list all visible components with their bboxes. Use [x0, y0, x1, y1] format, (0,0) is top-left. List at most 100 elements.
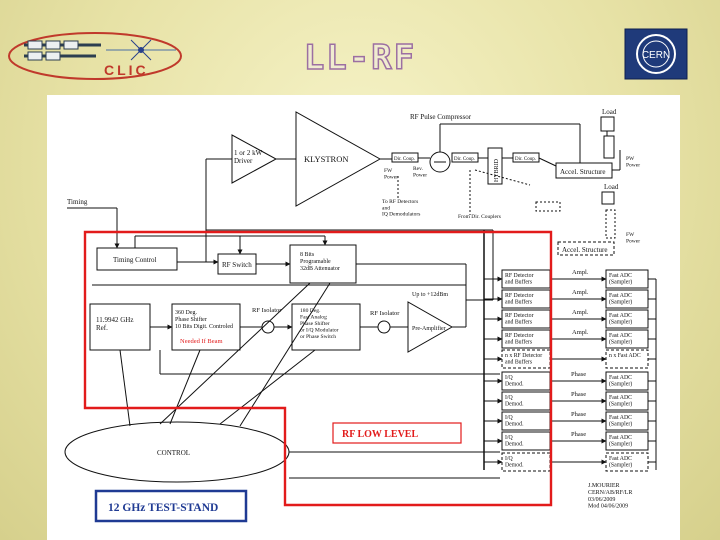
test-stand-box: 12 GHz TEST-STAND — [94, 489, 248, 523]
fast-adc-label: Fast ADC(Sampler) — [609, 273, 632, 286]
pre-amplifier-label: Pre-Amplifier — [412, 325, 446, 332]
dir-coupler-1-label: Dir. Coup. — [394, 157, 415, 162]
cern-logo-text: CERN — [642, 50, 670, 61]
phase-label: Phase — [571, 411, 586, 418]
accel-structure-2-label: Accel. Structure — [562, 246, 607, 254]
dir-coupler-3: Dir. Coup. — [512, 152, 540, 163]
cern-logo: CERN — [624, 28, 688, 80]
phase-label: Phase — [571, 371, 586, 378]
fast-adc-label: Fast ADC(Sampler) — [609, 395, 632, 408]
control-label: CONTROL — [157, 449, 190, 457]
dir-coupler-3-label: Dir. Coup. — [515, 157, 536, 162]
timing-control: Timing Control — [96, 247, 178, 271]
rf-low-level-box: RF LOW LEVEL — [332, 422, 462, 444]
rf-switch-label: RF Switch — [222, 261, 252, 269]
up-to-12dbm-label: Up to +12dBm — [412, 292, 448, 298]
needed-if-beam-label: Needed If Beam — [180, 338, 223, 345]
ampl-label: Ampl. — [572, 309, 589, 316]
klystron: KLYSTRON — [295, 111, 382, 207]
rf-low-level-label: RF LOW LEVEL — [342, 429, 418, 440]
fast-adc-label: n x Fast ADC — [609, 353, 641, 359]
test-stand-label: 12 GHz TEST-STAND — [108, 502, 218, 514]
clic-logo: CLIC — [8, 32, 182, 80]
control-unit: CONTROL — [64, 421, 290, 483]
rev-power-label: Rev.Power — [413, 166, 427, 178]
from-dir-couplers-label: From Dir. Couplers — [458, 214, 501, 220]
dir-coupler-2: Dir. Coup. — [451, 152, 479, 163]
pre-amplifier: Pre-Amplifier — [407, 301, 454, 353]
fast-adc-label: Fast ADC(Sampler) — [609, 293, 632, 306]
fast-adc-label: Fast ADC(Sampler) — [609, 313, 632, 326]
load-mid: Load — [601, 183, 619, 205]
ampl-label: Ampl. — [572, 289, 589, 296]
rf-pulse-compressor-label: RF Pulse Compressor — [410, 113, 472, 121]
load-mid-label: Load — [604, 183, 619, 191]
hybrid-label: HYBRID — [494, 158, 500, 182]
ampl-label: Ampl. — [572, 269, 589, 276]
load-top: Load — [600, 108, 617, 132]
rf-isolator-2-label: RF Isolator — [370, 310, 400, 317]
accel-structure-1-label: Accel. Structure — [560, 168, 605, 176]
fast-adc-label: Fast ADC(Sampler) — [609, 456, 632, 469]
dir-coupler-2-label: Dir. Coup. — [454, 157, 475, 162]
fast-adc-label: Fast ADC(Sampler) — [609, 415, 632, 428]
fast-adc-label: Fast ADC(Sampler) — [609, 333, 632, 346]
klystron-label: KLYSTRON — [304, 154, 348, 164]
timing-label: Timing — [67, 198, 88, 206]
phase-label: Phase — [571, 431, 586, 438]
rf-switch: RF Switch — [217, 253, 257, 275]
fast-adc-label: Fast ADC(Sampler) — [609, 375, 632, 388]
dir-coupler-1: Dir. Coup. — [391, 152, 419, 163]
accel-structure-2: Accel. Structure — [557, 241, 615, 256]
rf-isolator-2-icon — [377, 320, 391, 334]
timing-control-label: Timing Control — [113, 256, 157, 264]
phase-label: Phase — [571, 391, 586, 398]
rf-isolator-1-label: RF Isolator — [252, 307, 282, 314]
load-top-label: Load — [602, 108, 617, 116]
fast-adc-label: Fast ADC(Sampler) — [609, 435, 632, 448]
rf-low-level-outline — [83, 230, 553, 507]
accel-structure-1: Accel. Structure — [555, 162, 613, 179]
slide-title: LL-RF — [303, 37, 417, 79]
clic-logo-text: CLIC — [104, 62, 149, 78]
hybrid: HYBRID — [487, 147, 503, 185]
ampl-label: Ampl. — [572, 329, 589, 336]
